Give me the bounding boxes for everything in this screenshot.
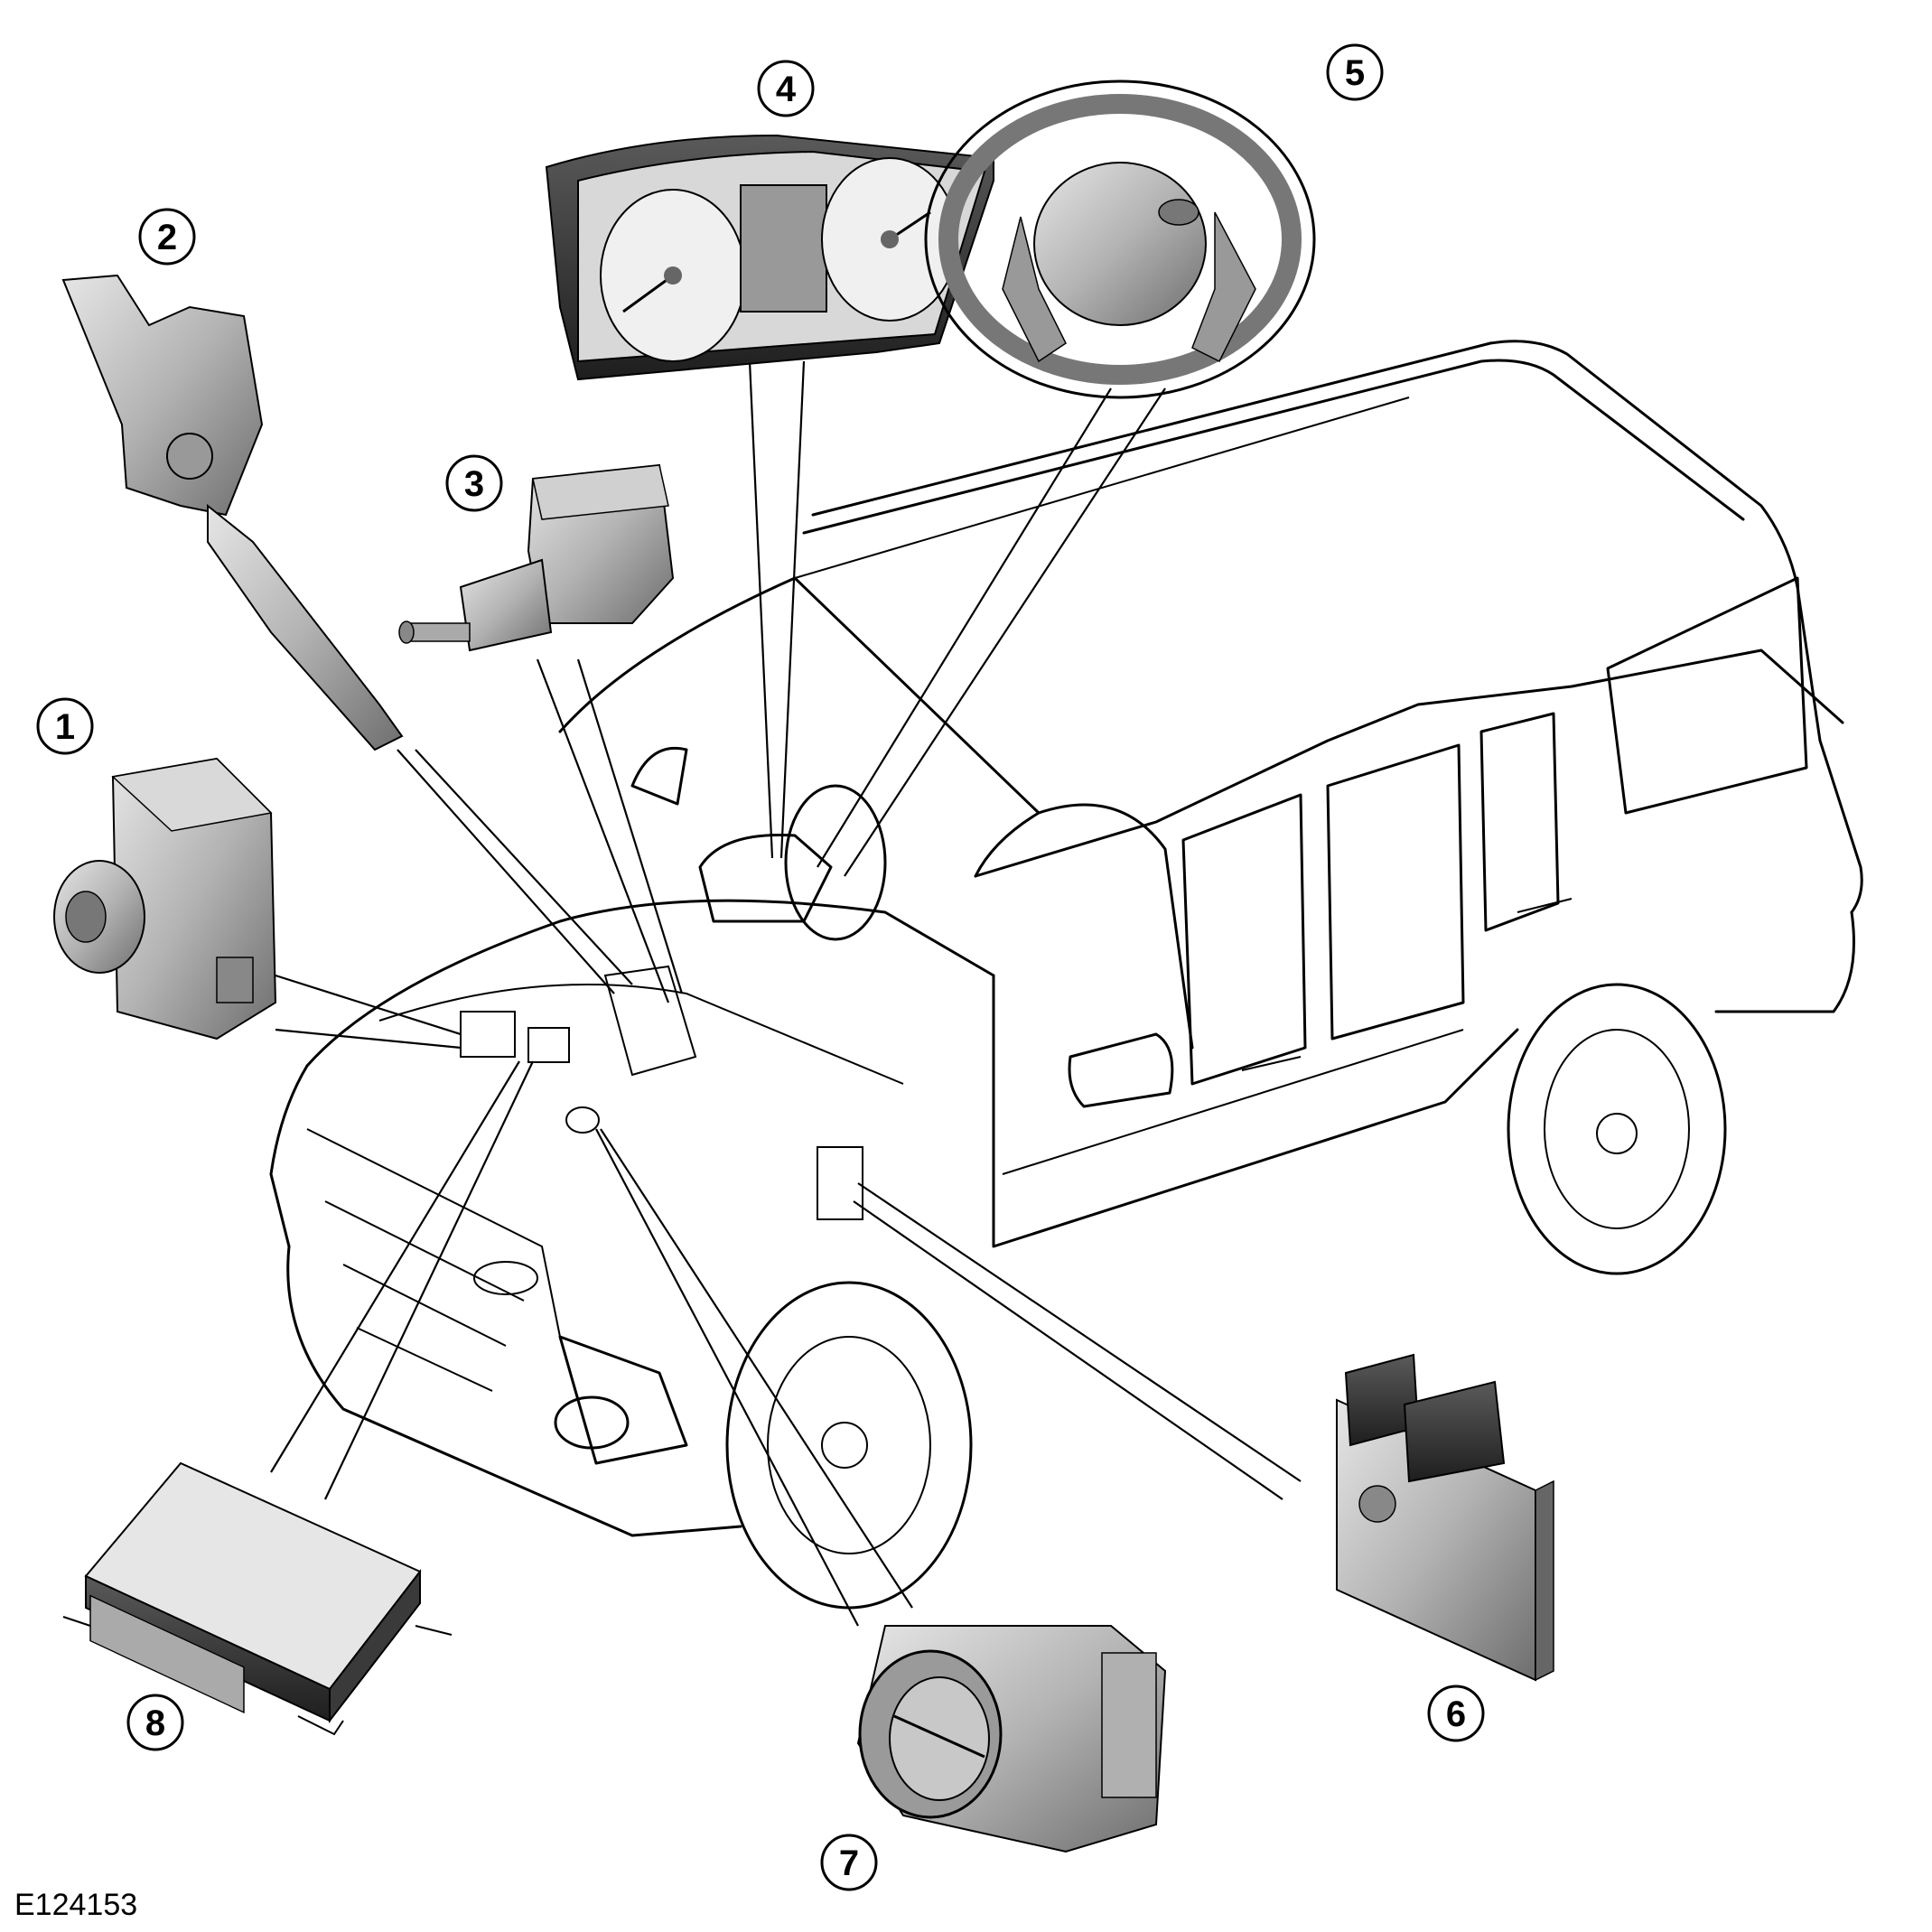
callout-circle xyxy=(138,208,196,266)
callout-label: 8 xyxy=(145,1703,165,1743)
engine-control-module-icon xyxy=(1336,1353,1554,1682)
callout-label: 1 xyxy=(55,707,75,747)
callout-2: 2 xyxy=(138,208,196,266)
steering-wheel-icon xyxy=(924,79,1316,399)
callout-label: 7 xyxy=(839,1843,859,1883)
accelerator-pedal-icon xyxy=(61,274,404,751)
callout-5: 5 xyxy=(1326,43,1384,101)
callout-label: 4 xyxy=(776,70,797,109)
vehicle-outline xyxy=(269,340,1863,1610)
callout-label: 6 xyxy=(1446,1694,1466,1734)
instrument-cluster-icon xyxy=(545,134,994,381)
callout-label: 3 xyxy=(464,464,484,504)
callout-7: 7 xyxy=(820,1834,878,1891)
callout-circle xyxy=(1427,1685,1485,1742)
callout-6: 6 xyxy=(1427,1685,1485,1742)
callout-4: 4 xyxy=(757,60,815,117)
callout-label: 2 xyxy=(157,218,177,257)
callout-circle xyxy=(1326,43,1384,101)
control-module-icon xyxy=(62,1461,453,1736)
abs-modulator-icon xyxy=(53,757,277,1041)
throttle-body-icon xyxy=(856,1625,1167,1853)
callout-3: 3 xyxy=(445,454,503,512)
callout-circle xyxy=(36,697,94,755)
brake-switch-icon xyxy=(398,463,675,652)
callout-circle xyxy=(445,454,503,512)
callout-circle xyxy=(126,1694,184,1751)
leader-lines xyxy=(270,360,1302,1627)
figure-reference: E124153 xyxy=(14,1888,138,1922)
callout-circle xyxy=(757,60,815,117)
callout-circle xyxy=(820,1834,878,1891)
callout-label: 5 xyxy=(1345,53,1365,93)
callout-1: 1 xyxy=(36,697,94,755)
callout-8: 8 xyxy=(126,1694,184,1751)
